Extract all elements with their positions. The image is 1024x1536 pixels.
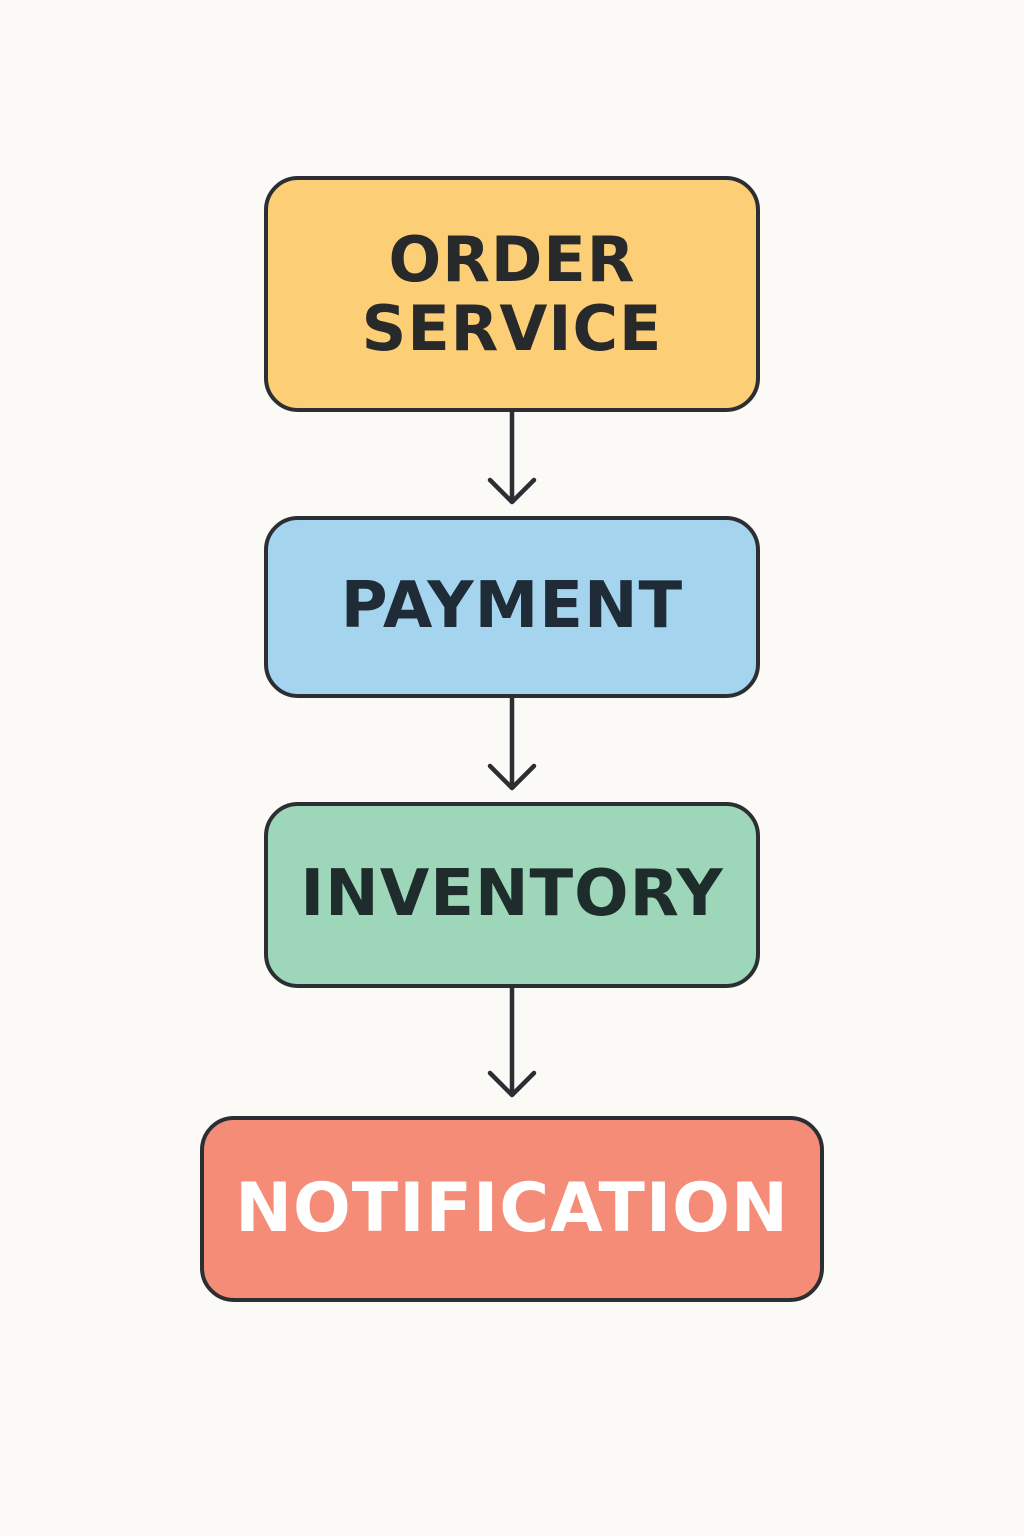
order-service-label-line-2: SERVICE xyxy=(361,292,663,365)
payment-label: PAYMENT xyxy=(340,569,684,644)
inventory-node: INVENTORY xyxy=(264,802,760,988)
order-service-node: ORDER SERVICE xyxy=(264,176,760,412)
arrow-inventory-to-notification xyxy=(487,985,537,1098)
inventory-label: INVENTORY xyxy=(300,857,724,932)
notification-node: NOTIFICATION xyxy=(200,1116,824,1302)
arrow-payment-to-inventory xyxy=(487,695,537,791)
payment-node: PAYMENT xyxy=(264,516,760,698)
arrow-order-to-payment xyxy=(487,409,537,505)
order-service-label-line-1: ORDER xyxy=(388,222,636,296)
notification-label: NOTIFICATION xyxy=(235,1168,789,1248)
